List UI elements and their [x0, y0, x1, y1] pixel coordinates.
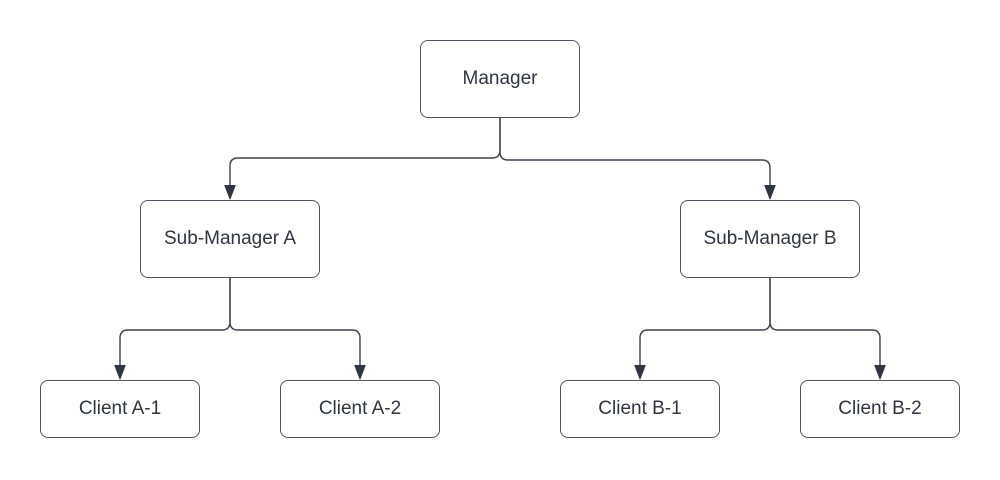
- arrowhead-icon: [874, 365, 886, 380]
- connector-manager-to-sub-b: [499, 118, 776, 200]
- node-sub-manager-b-label: Sub-Manager B: [703, 227, 837, 249]
- arrowhead-icon: [764, 185, 776, 200]
- node-client-a2: Client A-2: [280, 380, 440, 438]
- node-client-a1: Client A-1: [40, 380, 200, 438]
- node-client-b1: Client B-1: [560, 380, 720, 438]
- arrowhead-icon: [354, 365, 366, 380]
- node-manager: Manager: [420, 40, 580, 118]
- node-sub-manager-a: Sub-Manager A: [140, 200, 320, 278]
- node-manager-label: Manager: [462, 67, 538, 89]
- node-client-b1-label: Client B-1: [598, 397, 682, 419]
- arrowhead-icon: [224, 185, 236, 200]
- connector-manager-to-sub-a: [224, 118, 501, 200]
- connector-sub-b-to-client-b1: [634, 278, 771, 380]
- node-client-b2-label: Client B-2: [838, 397, 922, 419]
- connector-sub-b-to-client-b2: [769, 278, 886, 380]
- node-sub-manager-a-label: Sub-Manager A: [163, 227, 297, 249]
- connector-sub-a-to-client-a2: [229, 278, 366, 380]
- connector-sub-a-to-client-a1: [114, 278, 231, 380]
- node-client-a2-label: Client A-2: [318, 397, 402, 419]
- node-client-a1-label: Client A-1: [78, 397, 162, 419]
- node-sub-manager-b: Sub-Manager B: [680, 200, 860, 278]
- node-client-b2: Client B-2: [800, 380, 960, 438]
- arrowhead-icon: [114, 365, 126, 380]
- arrowhead-icon: [634, 365, 646, 380]
